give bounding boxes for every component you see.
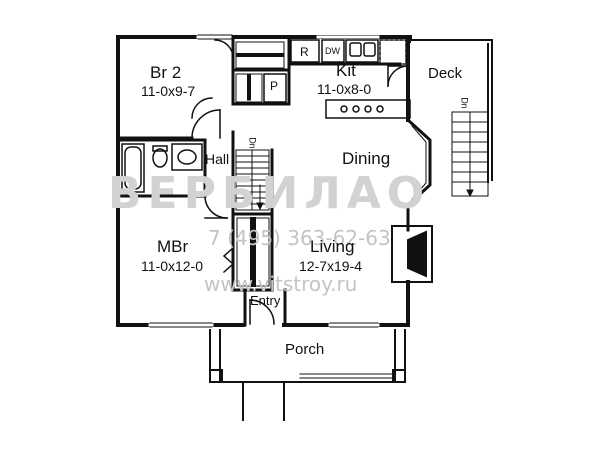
room-size-living: 12-7x19-4 — [299, 258, 363, 274]
room-label-kit: Kit — [336, 61, 356, 80]
deck-stair-dn: Dn — [459, 97, 470, 109]
room-size-kit: 11-0x8-0 — [317, 81, 372, 97]
room-size-mbr: 11-0x12-0 — [141, 258, 204, 274]
room-label-dining: Dining — [342, 149, 391, 168]
fireplace — [391, 225, 433, 283]
deck-stairs — [451, 111, 489, 198]
hall-stairs — [235, 149, 270, 211]
kitchen-fixtures — [290, 39, 411, 119]
pantry-label: P — [270, 79, 279, 93]
bay-window — [405, 117, 432, 232]
room-label-mbr: MBr — [157, 237, 189, 256]
room-label-entry: Entry — [250, 293, 281, 308]
hall-stair-dn: Dn — [247, 137, 258, 149]
room-label-living: Living — [310, 237, 355, 256]
room-size-br2: 11-0x9-7 — [141, 83, 196, 99]
dishwasher-label: DW — [325, 46, 340, 56]
bath-fixtures — [121, 143, 203, 193]
interior-walls — [116, 35, 402, 327]
doors — [191, 39, 275, 325]
room-label-br2: Br 2 — [150, 63, 182, 82]
fridge-label: R — [300, 45, 309, 59]
room-label-deck: Deck — [428, 65, 463, 82]
deck — [409, 39, 493, 183]
room-label-hall: Hall — [205, 151, 230, 167]
porch — [209, 329, 406, 421]
room-label-porch: Porch — [285, 341, 325, 358]
closets — [235, 41, 285, 287]
